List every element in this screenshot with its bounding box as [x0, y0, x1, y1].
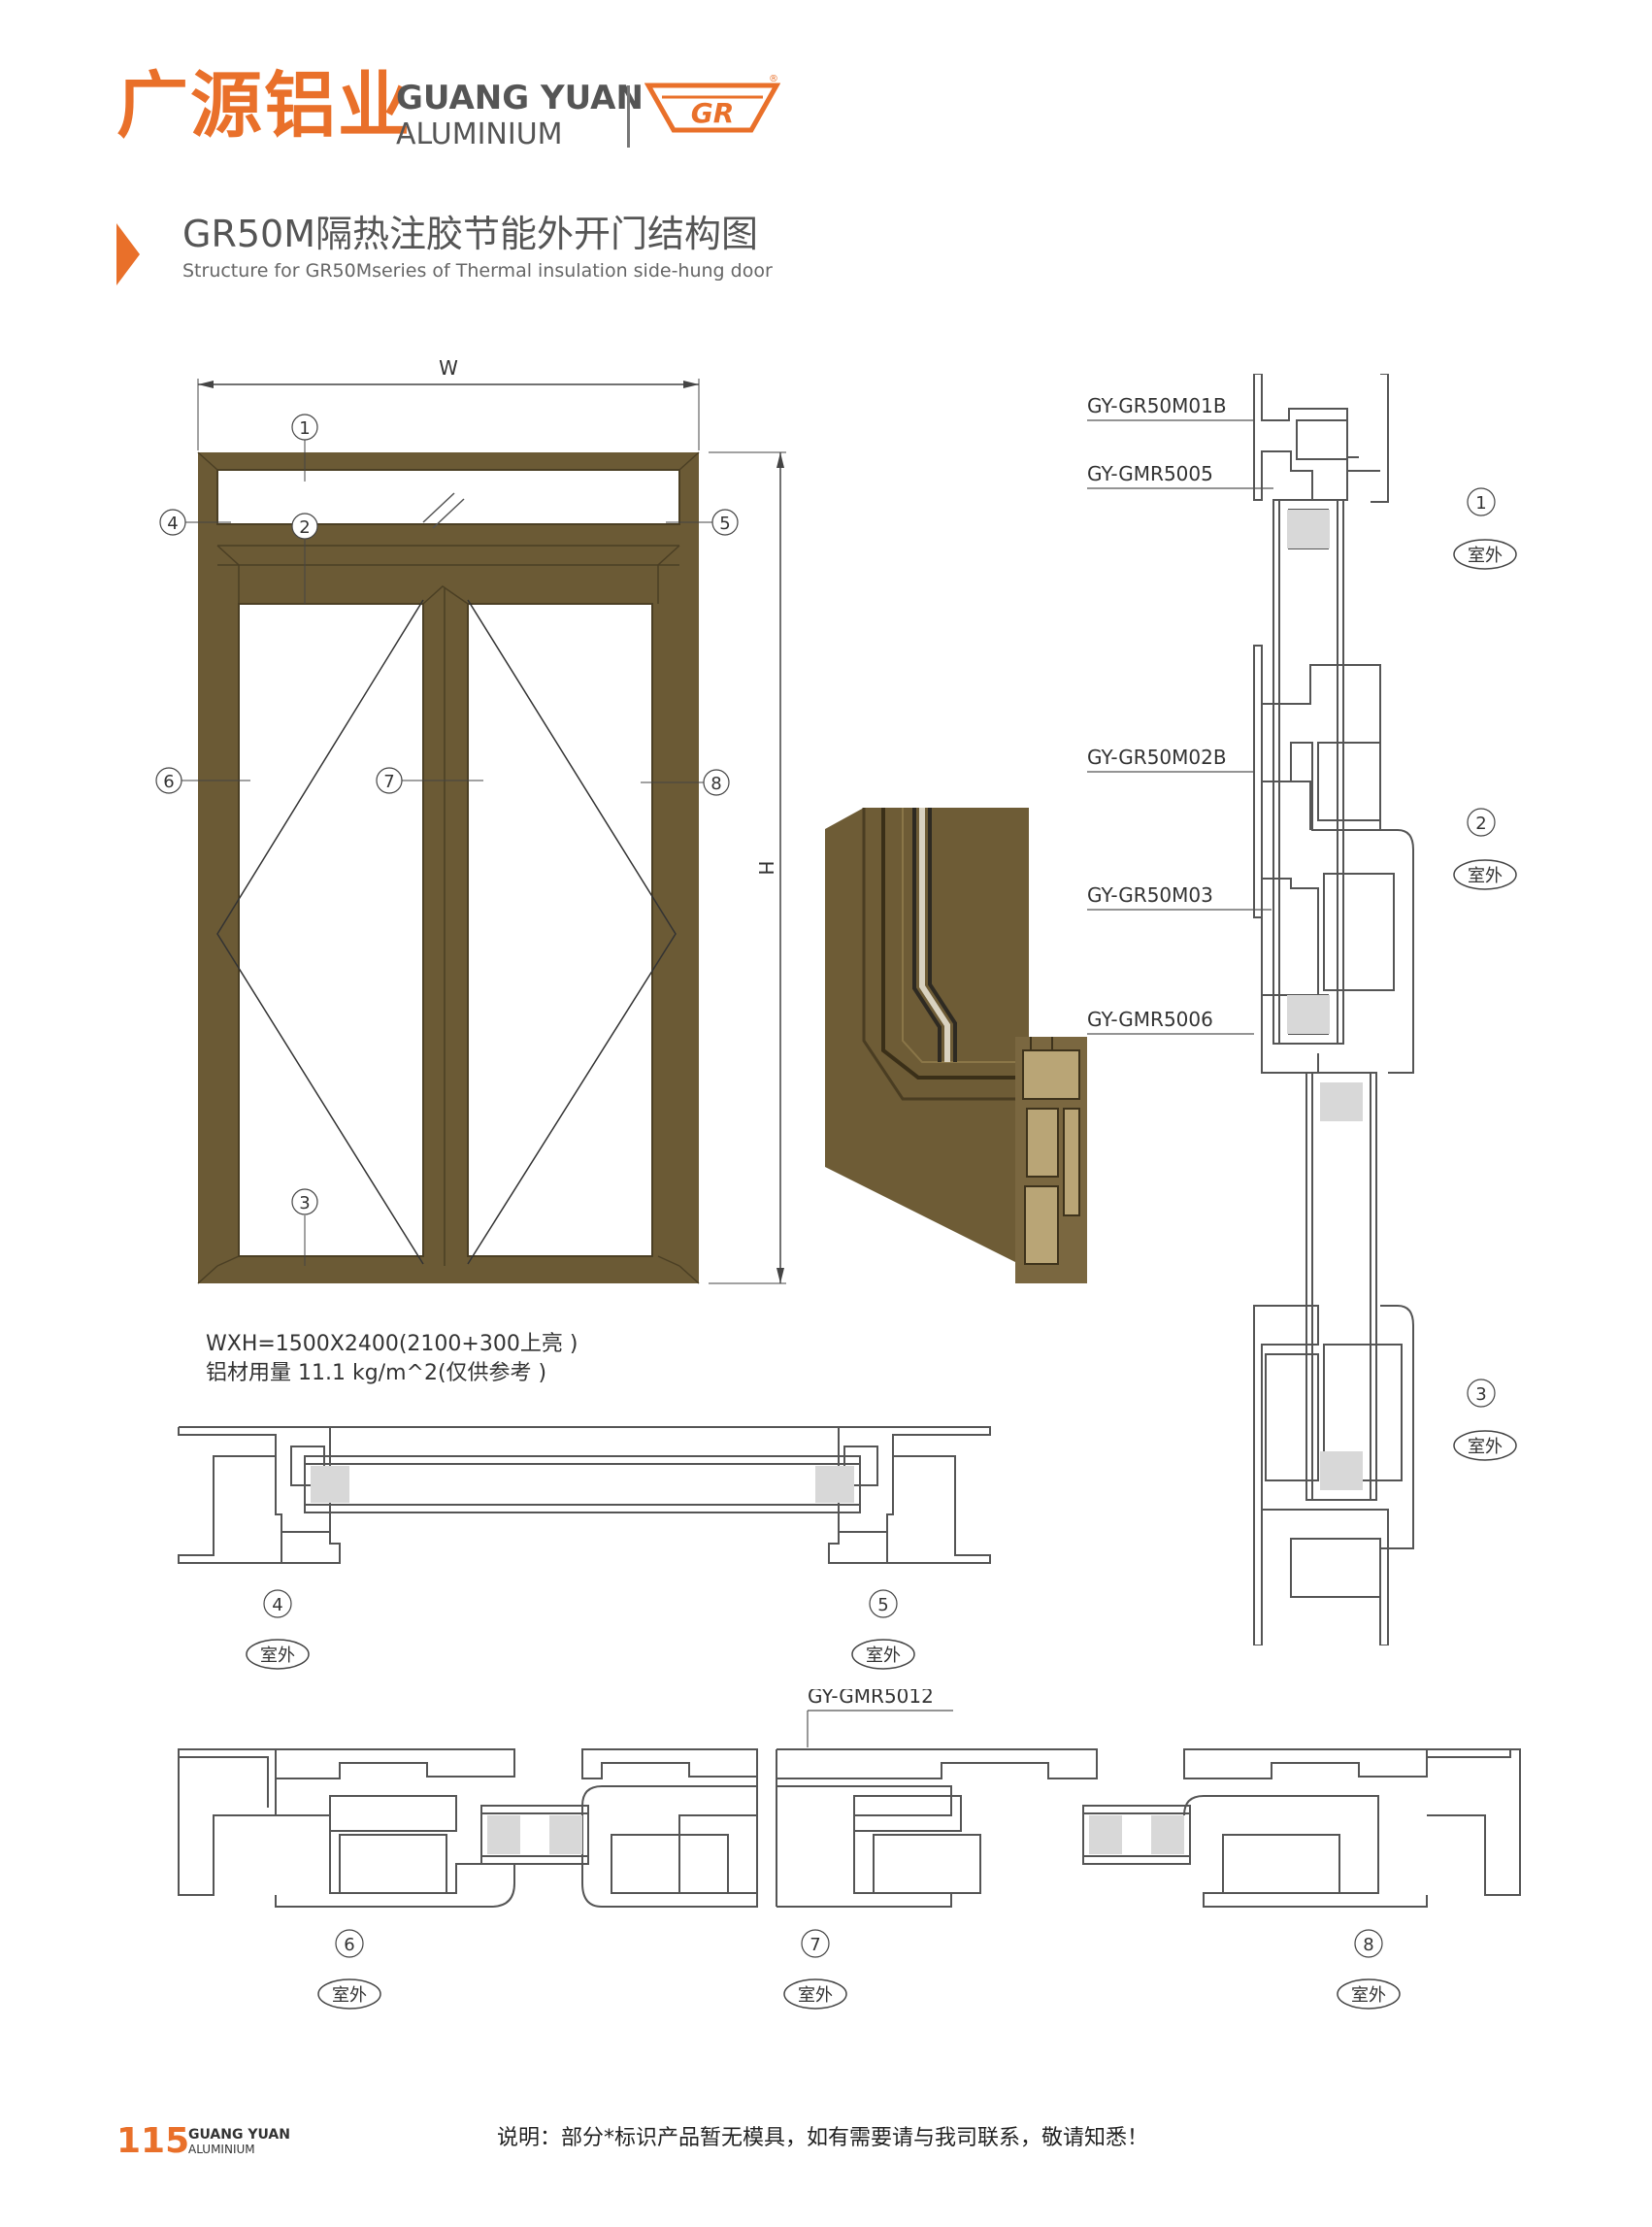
svg-text:8: 8 [1363, 1935, 1373, 1955]
vertical-callout-1: 1 [1467, 487, 1496, 516]
bottom-outside-tag-8: 室外 [1337, 1978, 1401, 2010]
door-elevation: W H 1 2 3 4 5 6 7 8 [155, 356, 786, 1284]
svg-text:室外: 室外 [1468, 866, 1503, 886]
svg-text:室外: 室外 [1351, 1985, 1386, 2006]
footer-brand-line1: GUANG YUAN [188, 2127, 290, 2143]
profile-label-gr50m03: GY-GR50M03 [1087, 883, 1213, 907]
brand-name-en-line2: ALUMINIUM [396, 117, 563, 151]
vertical-callout-3: 3 [1467, 1379, 1496, 1408]
page-title: GR50M隔热注胶节能外开门结构图 [182, 213, 758, 255]
svg-text:5: 5 [719, 514, 730, 534]
svg-text:室外: 室外 [866, 1645, 901, 1666]
profile-3d-corner [825, 808, 1087, 1283]
side-outside-tag-5: 室外 [851, 1639, 915, 1670]
glass-double-pane [912, 808, 957, 1062]
bottom-callout-6: 6 [335, 1929, 364, 1958]
svg-text:室外: 室外 [1468, 546, 1503, 566]
svg-text:1: 1 [299, 418, 310, 439]
svg-text:7: 7 [383, 772, 394, 792]
svg-text:4: 4 [167, 514, 178, 534]
brand-separator [627, 85, 630, 148]
profile-label-gr50m02b: GY-GR50M02B [1087, 746, 1227, 769]
svg-text:1: 1 [1475, 493, 1486, 514]
svg-text:6: 6 [163, 772, 174, 792]
svg-text:室外: 室外 [332, 1985, 367, 2006]
outside-tag-2: 室外 [1453, 859, 1517, 890]
footer-brand-line2: ALUMINIUM [188, 2143, 255, 2156]
profile-label-gr50m01b: GY-GR50M01B [1087, 394, 1227, 417]
callout-7: 7 [376, 767, 403, 794]
glass-mark [422, 492, 465, 529]
spec-material-usage: 铝材用量 11.1 kg/m^2(仅供参考 ) [206, 1361, 547, 1385]
logo-shape [644, 83, 780, 133]
outside-tag-1: 室外 [1453, 539, 1517, 570]
profile-label-gmr5012: GY-GMR5012 [808, 1689, 934, 1708]
svg-text:6: 6 [344, 1935, 354, 1955]
callout-4: 4 [159, 509, 186, 536]
bottom-section: GY-GMR5012 6 室外 7 室外 8 室外 [178, 1689, 1521, 2010]
logo-text: GR [691, 97, 735, 129]
outside-tag-3: 室外 [1453, 1430, 1517, 1461]
side-callout-5: 5 [869, 1589, 898, 1618]
left-sash-glass [238, 603, 424, 1257]
side-callout-4: 4 [263, 1589, 292, 1618]
bottom-callout-8: 8 [1354, 1929, 1383, 1958]
vertical-callout-2: 2 [1467, 808, 1496, 837]
svg-text:4: 4 [272, 1595, 282, 1615]
callout-1: 1 [291, 414, 318, 441]
left-sash-opening-lines [216, 599, 424, 1265]
side-section: 4 室外 5 室外 [178, 1426, 991, 1670]
svg-text:8: 8 [710, 774, 721, 794]
brand-name-cn: 广源铝业 [116, 64, 412, 148]
footer-note: 说明：部分*标识产品暂无模具，如有需要请与我司联系，敬请知悉！ [497, 2126, 1149, 2150]
side-outside-tag-4: 室外 [246, 1639, 310, 1670]
profile-label-gmr5005: GY-GMR5005 [1087, 462, 1213, 485]
svg-text:2: 2 [299, 517, 310, 538]
height-label: H [754, 860, 777, 875]
company-logo: GR ® [644, 74, 780, 133]
transom-glass [216, 469, 680, 525]
spec-size: WXH=1500X2400(2100+300上亮 ) [206, 1332, 578, 1356]
svg-text:5: 5 [877, 1595, 888, 1615]
callout-3: 3 [291, 1188, 318, 1215]
svg-text:室外: 室外 [798, 1985, 833, 2006]
right-sash-opening-lines [467, 599, 677, 1265]
bottom-outside-tag-6: 室外 [317, 1978, 381, 2010]
side-section-profiles [178, 1426, 991, 1564]
bottom-section-profiles [178, 1748, 1521, 1908]
vertical-section: GY-GR50M01B GY-GMR5005 GY-GR50M02B GY-GR… [1087, 374, 1517, 1645]
door-frame [197, 451, 700, 1284]
svg-text:室外: 室外 [260, 1645, 295, 1666]
callout-2: 2 [291, 513, 318, 540]
callout-5: 5 [711, 509, 739, 536]
svg-text:3: 3 [1475, 1384, 1486, 1405]
callout-6: 6 [155, 767, 182, 794]
bottom-callout-7: 7 [801, 1929, 830, 1958]
title-arrow-icon [116, 223, 140, 285]
brand-name-en-line1: GUANG YUAN [396, 79, 644, 117]
callout-8: 8 [703, 769, 730, 796]
profile-label-gmr5006: GY-GMR5006 [1087, 1008, 1213, 1031]
width-label: W [439, 356, 458, 380]
page-number: 115 [116, 2121, 190, 2161]
page-subtitle: Structure for GR50Mseries of Thermal ins… [182, 260, 773, 282]
right-sash-glass [467, 603, 653, 1257]
svg-text:室外: 室外 [1468, 1437, 1503, 1457]
svg-text:7: 7 [809, 1935, 820, 1955]
svg-text:3: 3 [299, 1193, 310, 1213]
logo-registered: ® [769, 74, 778, 84]
bottom-outside-tag-7: 室外 [783, 1978, 847, 2010]
svg-text:2: 2 [1475, 814, 1486, 834]
